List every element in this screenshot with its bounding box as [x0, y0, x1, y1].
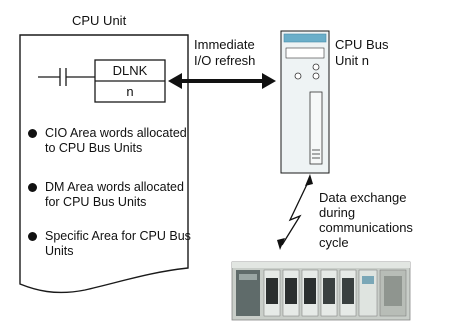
io-refresh-label: I/O refresh — [194, 53, 256, 68]
immediate-refresh-arrow — [168, 73, 276, 89]
plc-rack — [231, 261, 411, 321]
immediate-label: Immediate — [194, 37, 255, 52]
bullet-icon — [28, 232, 37, 241]
dlnk-mnemonic: DLNK — [112, 63, 148, 78]
data-exchange-label-4: cycle — [319, 235, 349, 250]
cpu-bus-unit-label-1: CPU Bus — [335, 37, 389, 52]
bullet-icon — [28, 183, 37, 192]
cpu-bus-unit-module — [280, 30, 330, 174]
data-exchange-label-2: during — [319, 205, 356, 220]
communication-bolt-icon — [277, 174, 313, 250]
ladder-rung — [38, 68, 95, 86]
data-exchange-label-1: Data exchange — [319, 190, 407, 205]
bullet-icon — [28, 129, 37, 138]
data-exchange-label-3: communications — [319, 220, 413, 235]
cpu-unit-title: CPU Unit — [72, 13, 127, 28]
dlnk-operand: n — [126, 84, 134, 99]
cpu-bus-unit-label-2: Unit n — [335, 53, 369, 68]
